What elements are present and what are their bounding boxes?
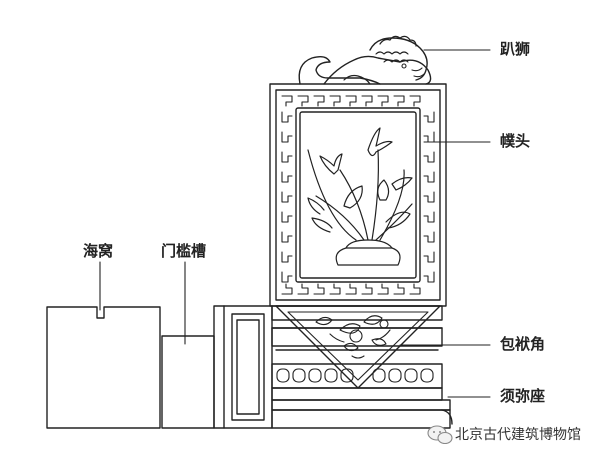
sea-nest-block <box>46 306 161 429</box>
crouching-lion <box>298 35 432 85</box>
orchid-carving <box>307 127 413 266</box>
leader-lines <box>99 49 491 398</box>
bundle-corner <box>275 305 441 389</box>
base-bead-row <box>276 368 434 383</box>
pier-post <box>213 305 273 429</box>
watermark-text: 北京古代建筑博物馆 <box>455 427 581 443</box>
label-crouching-lion: 趴狮 <box>500 40 531 58</box>
label-sumeru-base: 须弥座 <box>500 387 546 405</box>
sill-slot-block <box>161 335 215 429</box>
wechat-icon <box>427 425 453 445</box>
headpiece-panel <box>269 83 447 307</box>
sumeru-base <box>271 305 453 429</box>
bundle-floral <box>315 315 391 359</box>
label-headpiece: 幞头 <box>500 132 531 150</box>
label-sill-slot: 门槛槽 <box>161 242 207 260</box>
fret-border <box>281 95 435 295</box>
label-sea-nest: 海窝 <box>83 242 114 260</box>
label-bundle-corner: 包袱角 <box>500 335 546 353</box>
